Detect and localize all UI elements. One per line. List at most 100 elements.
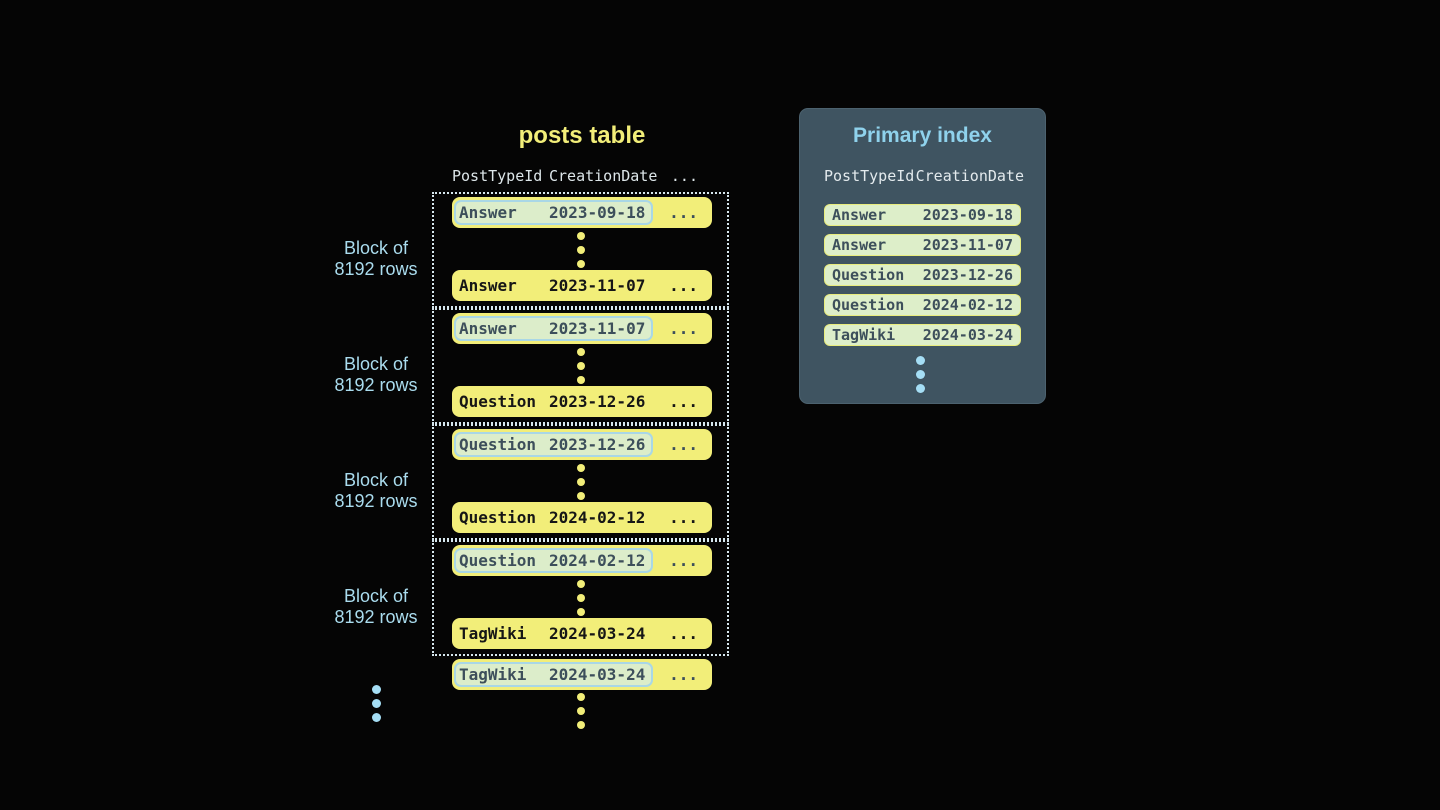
- cell-posttypeid: Answer: [459, 319, 517, 338]
- cell-posttypeid: Answer: [832, 236, 887, 254]
- block-label-4: Block of 8192 rows: [296, 586, 456, 628]
- index-highlight: TagWiki 2024-03-24: [454, 662, 654, 687]
- ellipsis-dot: [916, 370, 925, 379]
- ellipsis-dot: [577, 594, 585, 602]
- ellipsis-dot: [577, 348, 585, 356]
- cell-creationdate: 2023-11-07: [922, 236, 1013, 254]
- row-ellipsis: ...: [669, 392, 698, 411]
- row-ellipsis: ...: [669, 203, 698, 222]
- block-label-1: Block of 8192 rows: [296, 238, 456, 280]
- cell-creationdate: 2023-09-18: [549, 203, 646, 222]
- ellipsis-dot: [577, 362, 585, 370]
- ellipsis-dot: [372, 713, 381, 722]
- cell-posttypeid: Question: [459, 392, 537, 411]
- table-row: Answer 2023-11-07 ...: [452, 313, 712, 344]
- cell-posttypeid: TagWiki: [459, 624, 527, 643]
- ellipsis-dot: [577, 478, 585, 486]
- cell-posttypeid: Question: [459, 551, 537, 570]
- cell-creationdate: 2023-12-26: [549, 392, 646, 411]
- row-block-3: Question 2023-12-26 ... Question 2024-02…: [432, 424, 729, 540]
- cell-posttypeid: Question: [459, 508, 537, 527]
- primary-index-column-headers: PostTypeId CreationDate: [824, 167, 1024, 185]
- block-label-line2: 8192 rows: [334, 607, 418, 627]
- index-row: Answer 2023-11-07: [824, 234, 1021, 256]
- ellipsis-dot: [577, 464, 585, 472]
- ellipsis-dot: [916, 384, 925, 393]
- block-label-line1: Block of: [343, 238, 409, 258]
- cell-creationdate: 2024-02-12: [549, 551, 646, 570]
- table-row: Question 2024-02-12 ...: [452, 502, 712, 533]
- table-row: Answer 2023-09-18 ...: [452, 197, 712, 228]
- posts-table-column-headers: PostTypeId CreationDate ...: [452, 166, 698, 186]
- cell-creationdate: 2024-02-12: [549, 508, 646, 527]
- row-cells: Question 2024-02-12: [454, 505, 653, 530]
- ellipsis-dot: [577, 232, 585, 240]
- ellipsis-dot: [577, 246, 585, 254]
- cell-creationdate: 2024-03-24: [549, 665, 646, 684]
- cell-posttypeid: Question: [832, 266, 905, 284]
- cell-creationdate: 2023-11-07: [549, 276, 646, 295]
- index-row: Question 2023-12-26: [824, 264, 1021, 286]
- primary-index-panel: Primary index PostTypeId CreationDate An…: [799, 108, 1046, 404]
- table-row: TagWiki 2024-03-24 ...: [452, 618, 712, 649]
- block-label-line2: 8192 rows: [334, 491, 418, 511]
- cell-creationdate: 2024-03-24: [549, 624, 646, 643]
- table-row: Question 2023-12-26 ...: [452, 386, 712, 417]
- ellipsis-dot: [577, 492, 585, 500]
- cell-creationdate: 2023-12-26: [549, 435, 646, 454]
- row-cells: Answer 2023-11-07: [454, 273, 653, 298]
- ellipsis-dot: [577, 707, 585, 715]
- block-label-line2: 8192 rows: [334, 375, 418, 395]
- ellipsis-dot: [577, 608, 585, 616]
- cell-creationdate: 2024-02-12: [922, 296, 1013, 314]
- row-cells: TagWiki 2024-03-24: [454, 621, 653, 646]
- cell-creationdate: 2024-03-24: [922, 326, 1013, 344]
- cell-posttypeid: Answer: [459, 203, 517, 222]
- cell-posttypeid: Answer: [832, 206, 887, 224]
- table-row: Question 2023-12-26 ...: [452, 429, 712, 460]
- table-row: Question 2024-02-12 ...: [452, 545, 712, 576]
- row-ellipsis: ...: [669, 435, 698, 454]
- cell-creationdate: 2023-09-18: [922, 206, 1013, 224]
- column-creationdate: CreationDate: [549, 167, 658, 185]
- cell-creationdate: 2023-11-07: [549, 319, 646, 338]
- index-row: Question 2024-02-12: [824, 294, 1021, 316]
- block-label-3: Block of 8192 rows: [296, 470, 456, 512]
- cell-posttypeid: Question: [459, 435, 537, 454]
- row-ellipsis: ...: [669, 276, 698, 295]
- row-block-2: Answer 2023-11-07 ... Question 2023-12-2…: [432, 308, 729, 424]
- block-label-line2: 8192 rows: [334, 259, 418, 279]
- column-more: ...: [670, 167, 698, 185]
- ellipsis-dot: [577, 376, 585, 384]
- ellipsis-dot: [577, 693, 585, 701]
- row-ellipsis: ...: [669, 508, 698, 527]
- ellipsis-dot: [372, 685, 381, 694]
- index-highlight: Question 2023-12-26: [454, 432, 654, 457]
- column-posttypeid: PostTypeId: [824, 167, 915, 185]
- row-ellipsis: ...: [669, 624, 698, 643]
- ellipsis-dot: [577, 721, 585, 729]
- block-label-line1: Block of: [343, 586, 409, 606]
- row-block-4: Question 2024-02-12 ... TagWiki 2024-03-…: [432, 540, 729, 656]
- ellipsis-dot: [372, 699, 381, 708]
- table-row: Answer 2023-11-07 ...: [452, 270, 712, 301]
- primary-index-title: Primary index: [853, 124, 992, 147]
- index-highlight: Answer 2023-09-18: [454, 200, 654, 225]
- block-label-line1: Block of: [343, 354, 409, 374]
- index-highlight: Question 2024-02-12: [454, 548, 654, 573]
- cell-posttypeid: TagWiki: [832, 326, 896, 344]
- index-row: TagWiki 2024-03-24: [824, 324, 1021, 346]
- block-label-line1: Block of: [343, 470, 409, 490]
- column-posttypeid: PostTypeId: [452, 167, 543, 185]
- row-ellipsis: ...: [669, 665, 698, 684]
- row-ellipsis: ...: [669, 319, 698, 338]
- table-row-next-block: TagWiki 2024-03-24 ...: [452, 659, 712, 690]
- cell-creationdate: 2023-12-26: [922, 266, 1013, 284]
- ellipsis-dot: [577, 260, 585, 268]
- cell-posttypeid: TagWiki: [459, 665, 527, 684]
- cell-posttypeid: Question: [832, 296, 905, 314]
- index-row: Answer 2023-09-18: [824, 204, 1021, 226]
- column-creationdate: CreationDate: [915, 167, 1024, 185]
- ellipsis-dot: [916, 356, 925, 365]
